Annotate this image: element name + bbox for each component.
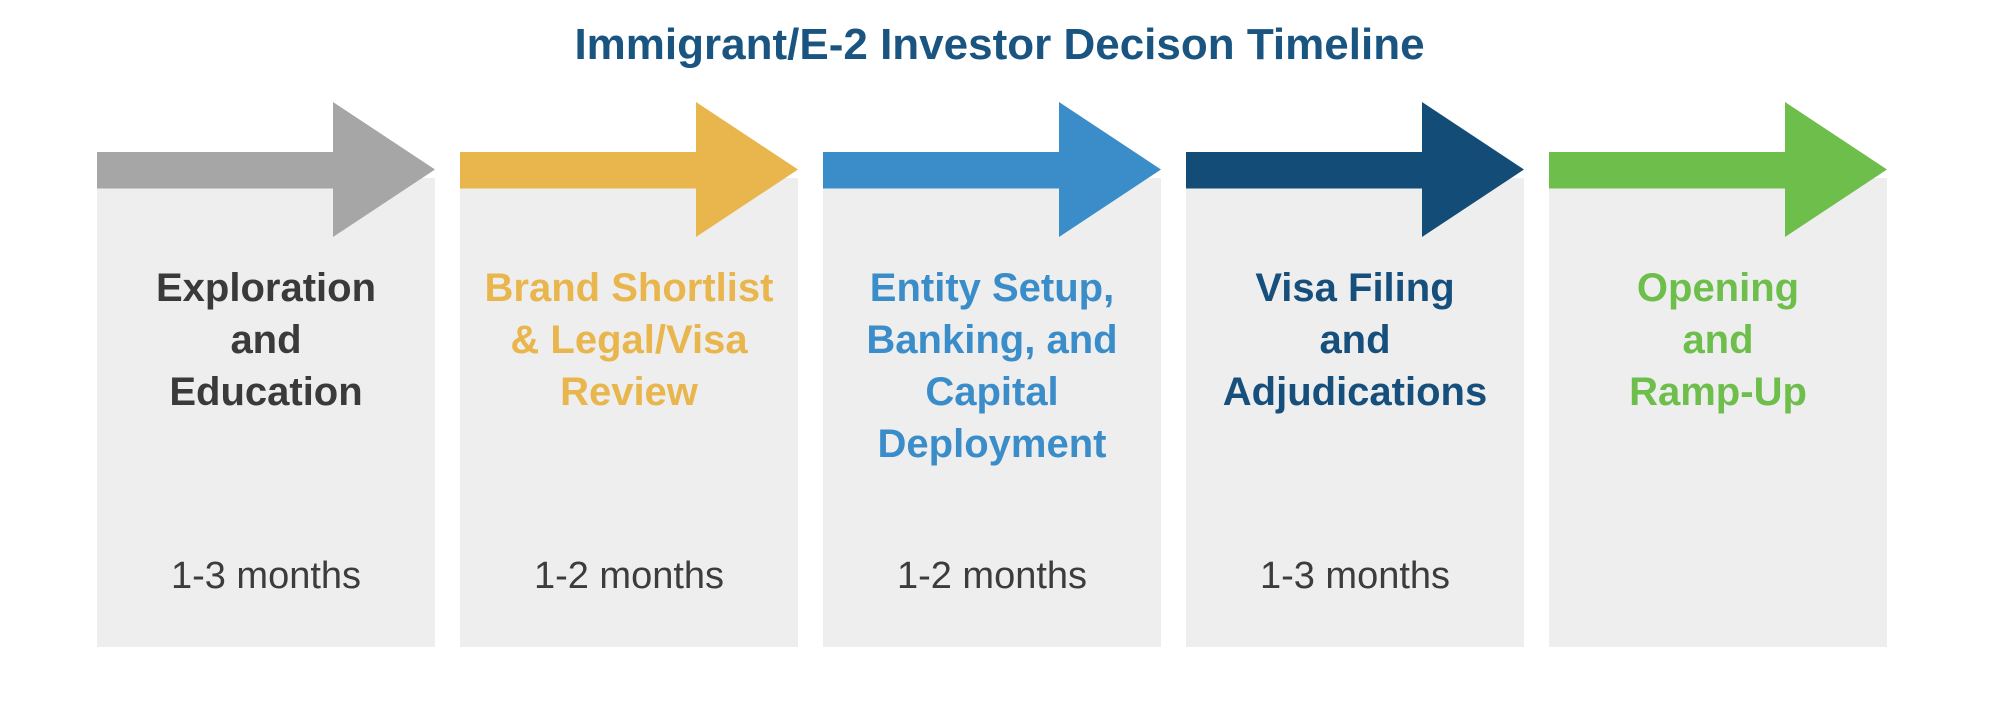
stage-duration: 1-2 months bbox=[533, 555, 725, 597]
stage-label: Entity Setup, Banking, and Capital Deplo… bbox=[866, 266, 1118, 466]
stage-label: Exploration and Education bbox=[155, 266, 377, 414]
page-title: Immigrant/E-2 Investor Decison Timeline bbox=[574, 20, 1425, 69]
stage-label: Visa Filing and Adjudications bbox=[1222, 266, 1488, 414]
right-arrow-shape bbox=[97, 102, 435, 237]
stage-duration: 1-2 months bbox=[896, 555, 1088, 597]
right-arrow-shape bbox=[823, 102, 1161, 237]
stage-card-visa-filing: Visa Filing and Adjudications 1-3 months bbox=[1186, 178, 1524, 647]
stage-card-exploration: Exploration and Education 1-3 months bbox=[97, 178, 435, 647]
stage-card-entity-setup: Entity Setup, Banking, and Capital Deplo… bbox=[823, 178, 1161, 647]
stage-duration: 1-3 months bbox=[170, 555, 362, 597]
right-arrow-icon bbox=[1549, 102, 1887, 237]
right-arrow-icon bbox=[1186, 102, 1524, 237]
stage-label: Brand Shortlist & Legal/Visa Review bbox=[484, 266, 774, 414]
stage-card-brand-shortlist: Brand Shortlist & Legal/Visa Review 1-2 … bbox=[460, 178, 798, 647]
right-arrow-icon bbox=[823, 102, 1161, 237]
right-arrow-icon bbox=[97, 102, 435, 237]
right-arrow-icon bbox=[460, 102, 798, 237]
stage-label: Opening and Ramp-Up bbox=[1629, 266, 1807, 414]
stage-duration: 1-3 months bbox=[1259, 555, 1451, 597]
right-arrow-shape bbox=[1549, 102, 1887, 237]
stage-card-opening-ramp-up: Opening and Ramp-Up bbox=[1549, 178, 1887, 647]
right-arrow-shape bbox=[460, 102, 798, 237]
right-arrow-shape bbox=[1186, 102, 1524, 237]
